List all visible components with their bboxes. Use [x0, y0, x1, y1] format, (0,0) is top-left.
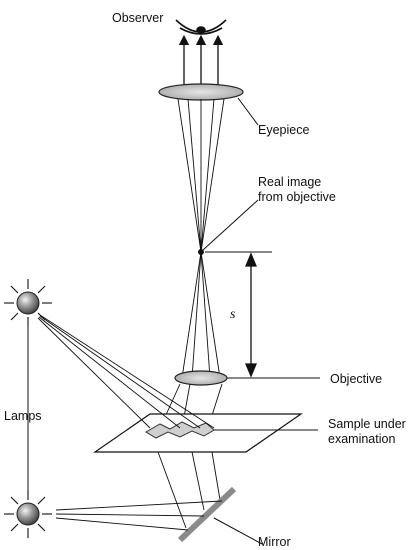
lamp-bottom-rays	[55, 500, 223, 531]
real-image-label-line2: from objective	[258, 190, 336, 204]
mirror-leader	[213, 517, 263, 545]
sample-label-line1: Sample under	[328, 417, 406, 431]
real-image-label-line1: Real image	[258, 175, 321, 189]
distance-label: s	[230, 307, 236, 322]
mirror-rays	[157, 451, 221, 529]
observer-rays	[178, 34, 224, 88]
mirror-label: Mirror	[258, 535, 291, 549]
distance-arrow	[245, 252, 257, 378]
mirror	[177, 486, 237, 543]
eyepiece-rays	[177, 98, 225, 253]
lamp-top-rays	[37, 314, 215, 429]
observer-eye-icon	[175, 19, 227, 35]
lamps-label: Lamps	[4, 409, 42, 423]
eyepiece-label: Eyepiece	[258, 123, 309, 137]
eyepiece-leader	[237, 97, 259, 126]
real-image-leader	[202, 199, 259, 251]
sample-label-line2: examination	[328, 432, 395, 446]
lamp-bottom-icon	[4, 490, 52, 538]
objective-label: Objective	[330, 372, 382, 386]
eyepiece-lens	[158, 83, 244, 101]
objective-rays	[181, 251, 221, 379]
observer-label: Observer	[112, 11, 163, 25]
objective-lens	[174, 370, 228, 386]
